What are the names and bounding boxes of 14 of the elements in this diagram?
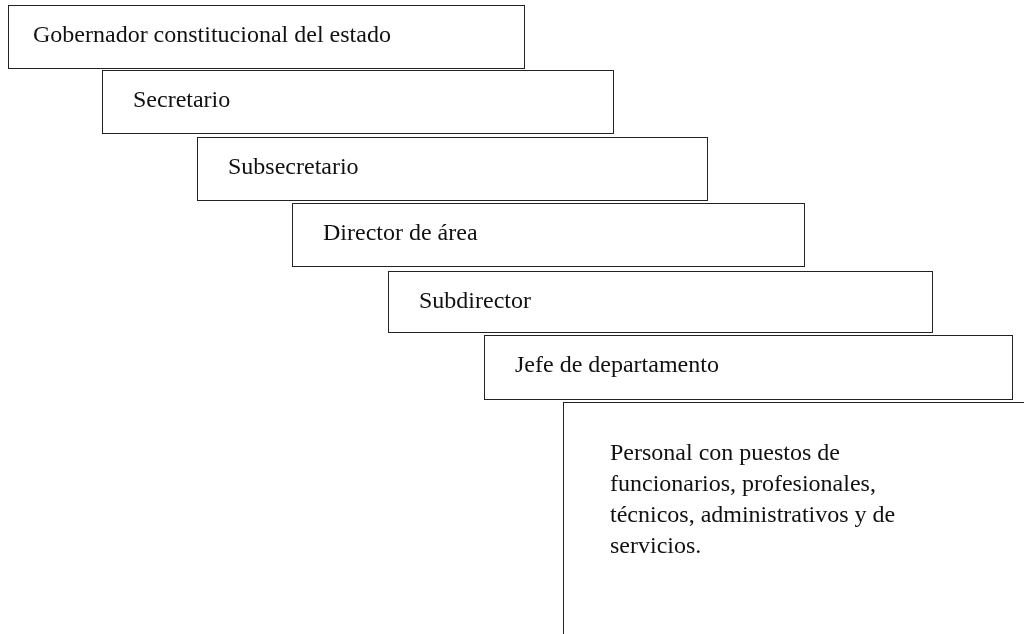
rank-title: Subdirector (419, 286, 531, 314)
rank-box (197, 137, 708, 201)
rank-box (292, 203, 805, 267)
rank-title: Jefe de departamento (515, 350, 719, 378)
rank-title: Secretario (133, 85, 231, 113)
rank-box (484, 335, 1013, 400)
rank-title: Subsecretario (228, 152, 359, 180)
rank-box (388, 271, 933, 333)
rank-box (8, 5, 525, 69)
rank-title: Personal con puestos de funcionarios, profesionales, técnicos, administrativos y de servicios. (610, 438, 897, 560)
rank-box (563, 402, 1024, 634)
rank-title: Gobernador constitucional del estado (33, 20, 391, 48)
rank-box (102, 70, 614, 134)
rank-title: Director de área (323, 218, 478, 246)
